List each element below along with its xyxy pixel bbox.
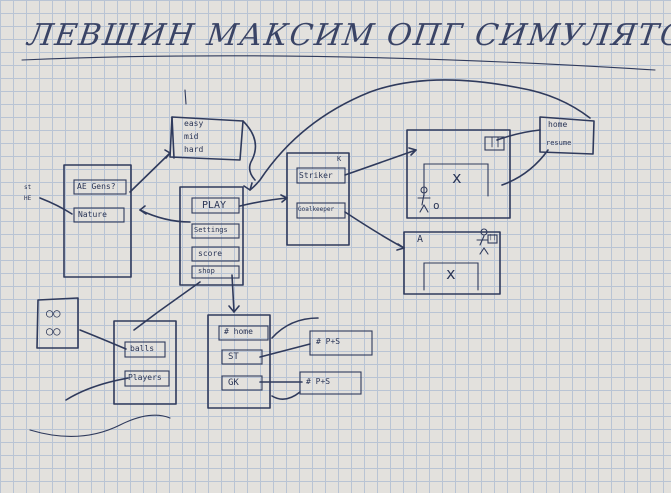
striker-pause-icon: || bbox=[489, 137, 502, 148]
arrow-st-note bbox=[259, 343, 311, 358]
balls-row-1: ○○ bbox=[46, 306, 61, 320]
arrow-balls-link bbox=[79, 329, 127, 350]
arrowhead-score bbox=[228, 305, 240, 313]
arrowhead-difficulty bbox=[164, 149, 171, 159]
main-menu-frame bbox=[179, 186, 244, 286]
difficulty-easy: easy bbox=[184, 119, 204, 128]
mode-menu-frame bbox=[286, 152, 350, 246]
arrow-home-to-main bbox=[249, 79, 591, 191]
shop-item-box bbox=[191, 265, 240, 279]
keeper-field-frame bbox=[403, 231, 501, 295]
keeper-pause-box bbox=[487, 234, 498, 244]
note-connector bbox=[39, 197, 73, 215]
pause-menu-home: home bbox=[548, 120, 568, 129]
shop-balls: balls bbox=[130, 344, 155, 353]
arrow-settings-to-side bbox=[139, 209, 191, 223]
striker-pause-box bbox=[484, 136, 505, 151]
arrowhead-side bbox=[139, 205, 147, 215]
score-note-2: # P+S bbox=[306, 377, 331, 386]
keeper-player: x bbox=[446, 264, 456, 283]
striker-figure bbox=[417, 193, 431, 213]
arrow-score-to-scorescreen bbox=[231, 274, 235, 313]
side-menu-item-2: Nature bbox=[78, 210, 107, 219]
arrow-note-back bbox=[271, 391, 301, 400]
side-menu-item-1-box bbox=[73, 179, 127, 195]
main-menu-play: PLAY bbox=[202, 200, 227, 211]
far-left-note-1: st bbox=[24, 184, 32, 191]
arrow-striker-to-field bbox=[344, 149, 417, 176]
score-item-box bbox=[191, 246, 240, 262]
goalkeeper-item-box bbox=[296, 202, 346, 219]
side-menu-item-2-box bbox=[73, 207, 125, 223]
title-underline bbox=[21, 55, 656, 71]
striker-head bbox=[420, 186, 428, 194]
arrow-side-to-difficulty bbox=[129, 152, 171, 193]
difficulty-box bbox=[169, 116, 244, 161]
keeper-pause-icon: || bbox=[489, 234, 497, 241]
score-st: ST bbox=[228, 352, 239, 362]
mode-menu-striker: Striker bbox=[299, 171, 333, 180]
arrow-pause-to-menu bbox=[496, 129, 541, 141]
keeper-head bbox=[480, 228, 488, 236]
shop-frame bbox=[113, 320, 177, 405]
mode-menu-badge: K bbox=[337, 155, 342, 163]
pause-menu-resume: resume bbox=[546, 139, 572, 147]
arrow-shop-to-shopscreen bbox=[133, 281, 201, 331]
arrow-menu-to-field bbox=[501, 149, 549, 186]
bottom-scribble bbox=[29, 414, 171, 437]
score-frame bbox=[207, 314, 271, 409]
score-note-1: # P+S bbox=[316, 337, 341, 346]
arrowhead-mode bbox=[280, 194, 288, 203]
balls-item-box bbox=[124, 341, 166, 358]
balls-sketch-frame bbox=[36, 297, 79, 349]
arrowhead-main bbox=[243, 182, 253, 191]
score-gk-box bbox=[221, 375, 263, 391]
difficulty-mid: mid bbox=[184, 132, 199, 141]
keeper-goal bbox=[423, 262, 479, 291]
striker-goal bbox=[423, 163, 489, 197]
striker-ball: o bbox=[433, 199, 440, 212]
difficulty-hard: hard bbox=[184, 145, 204, 154]
mode-menu-goalkeeper: Goalkeeper bbox=[298, 206, 335, 213]
score-gk: GK bbox=[228, 378, 239, 388]
note-2-box bbox=[299, 371, 362, 395]
difficulty-bracket bbox=[242, 120, 257, 181]
keeper-figure bbox=[476, 235, 489, 255]
striker-field-frame bbox=[406, 129, 511, 219]
score-home: # home bbox=[224, 327, 253, 336]
note-1-box bbox=[309, 330, 373, 356]
main-menu-shop: shop bbox=[198, 267, 215, 275]
difficulty-box-edge bbox=[171, 116, 175, 159]
striker-player: x bbox=[452, 168, 462, 187]
side-menu-item-1: AE Gens? bbox=[77, 182, 116, 191]
side-menu-frame bbox=[63, 164, 132, 278]
far-left-note-2: HE bbox=[24, 195, 32, 202]
arrow-play-to-mode bbox=[239, 197, 288, 207]
arrowhead-keeper bbox=[396, 243, 405, 251]
shop-players: Players bbox=[128, 373, 162, 382]
settings-item-box bbox=[191, 223, 240, 239]
balls-row-2: ○○ bbox=[46, 324, 61, 338]
keeper-corner-mark: A bbox=[417, 234, 424, 245]
pause-menu-frame bbox=[539, 116, 595, 155]
arrow-players-link bbox=[65, 377, 129, 401]
main-menu-score: score bbox=[198, 249, 223, 258]
tick-stroke bbox=[184, 89, 187, 105]
arrow-home-note bbox=[271, 317, 319, 339]
arrowhead-field bbox=[408, 147, 417, 156]
main-menu-settings: Settings bbox=[194, 226, 228, 234]
arrow-keeper-to-field bbox=[344, 211, 405, 249]
play-item-box bbox=[191, 197, 240, 214]
score-home-box bbox=[218, 325, 269, 341]
